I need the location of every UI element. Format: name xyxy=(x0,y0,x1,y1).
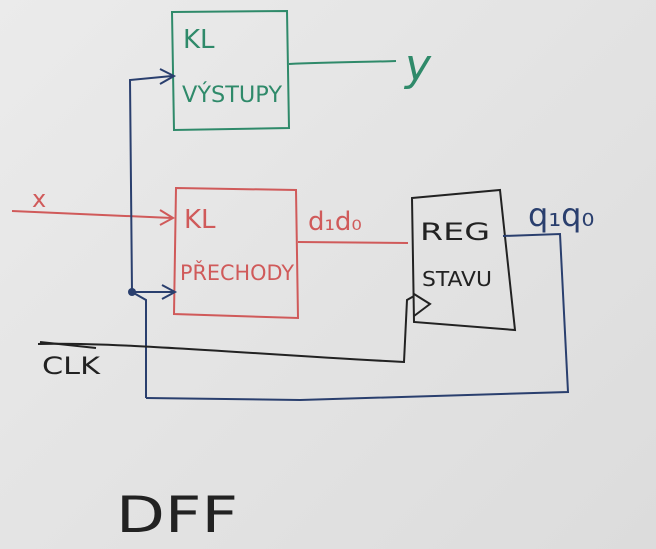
register-block-label-2: STAVU xyxy=(422,267,492,291)
state-register-block: REG STAVU xyxy=(410,188,517,332)
transitions-logic-block: KL PŘECHODY xyxy=(172,186,300,320)
clock-overbar xyxy=(39,341,97,349)
clock-input-triangle xyxy=(413,293,432,317)
feedback-arrowhead-transitions xyxy=(161,284,178,300)
outputs-logic-block: KL VÝSTUPY xyxy=(170,9,291,132)
input-signal-label: x xyxy=(32,185,46,213)
next-state-label: d₁d₀ xyxy=(308,207,362,237)
feedback-arrowhead-outputs xyxy=(159,68,177,85)
input-signal-line xyxy=(11,210,173,219)
feedback-junction-dot xyxy=(128,288,136,296)
outputs-block-label-2: VÝSTUPY xyxy=(182,82,283,108)
clock-label: CLK xyxy=(42,352,102,380)
transitions-block-label-2: PŘECHODY xyxy=(180,260,294,285)
transitions-block-label-1: KL xyxy=(184,205,216,235)
clock-line xyxy=(37,295,415,364)
feedback-bus xyxy=(128,75,173,398)
diagram-caption: DFF xyxy=(116,486,238,544)
outputs-block-label-1: KL xyxy=(183,25,215,55)
state-output-line xyxy=(145,232,570,402)
next-state-line xyxy=(297,241,409,244)
output-signal-label: y xyxy=(403,40,432,91)
input-arrowhead xyxy=(159,209,176,226)
output-signal-line xyxy=(288,60,397,65)
register-block-label-1: REG xyxy=(420,218,490,246)
state-output-label: q₁q₀ xyxy=(528,196,594,234)
